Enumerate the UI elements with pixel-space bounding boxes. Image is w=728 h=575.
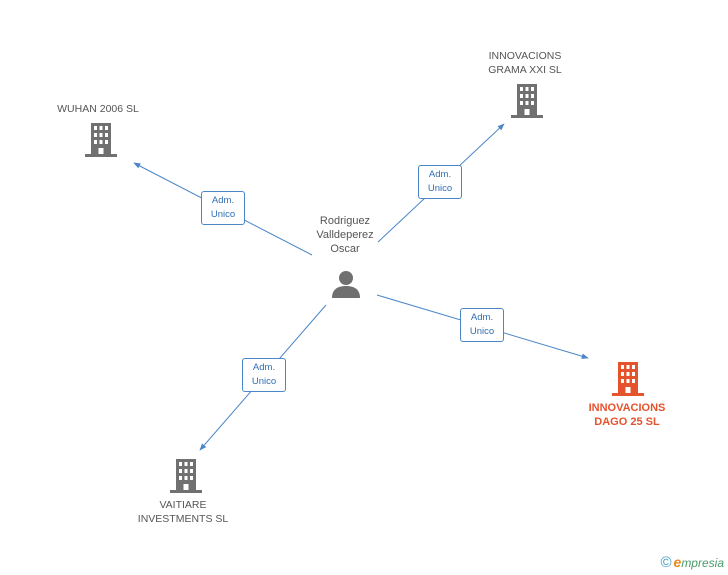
company-name-line: INVESTMENTS SL	[137, 513, 229, 525]
brand-logo-text: mpresia	[681, 556, 724, 570]
copyright-icon: ©	[660, 554, 672, 571]
relation-role: Adm.	[470, 312, 494, 323]
relation-role-detail: Unico	[251, 376, 277, 387]
company-name-line: INNOVACIONS	[588, 402, 666, 414]
company-name-grama[interactable]: INNOVACIONS GRAMA XXI SL	[488, 49, 562, 77]
brand-footer[interactable]: ©empresia	[660, 554, 724, 571]
building-icon[interactable]	[612, 362, 644, 396]
person-name-line: Valldeperez	[316, 229, 374, 241]
company-name-dago[interactable]: INNOVACIONS DAGO 25 SL	[589, 401, 666, 429]
building-icon[interactable]	[85, 123, 117, 157]
company-name-line: VAITIARE	[159, 499, 207, 511]
company-name-vaitiare[interactable]: VAITIARE INVESTMENTS SL	[138, 498, 228, 526]
relation-role: Adm.	[252, 362, 276, 373]
building-icon[interactable]	[170, 459, 202, 493]
company-name-line: GRAMA XXI SL	[488, 64, 562, 76]
relation-role-detail: Unico	[427, 183, 453, 194]
building-icon[interactable]	[511, 84, 543, 118]
company-name-line: DAGO 25 SL	[594, 416, 660, 428]
company-name-wuhan[interactable]: WUHAN 2006 SL	[57, 102, 139, 116]
person-icon[interactable]	[331, 270, 361, 298]
relation-label-wuhan[interactable]: Adm. Unico	[201, 191, 245, 225]
relation-label-grama[interactable]: Adm. Unico	[418, 165, 462, 199]
relation-role-detail: Unico	[210, 209, 236, 220]
company-name-line: INNOVACIONS	[488, 50, 562, 62]
company-name-line: WUHAN 2006 SL	[57, 103, 139, 115]
brand-logo-initial: e	[673, 554, 682, 570]
relation-label-vaitiare[interactable]: Adm. Unico	[242, 358, 286, 392]
relation-role: Adm.	[428, 169, 452, 180]
relation-label-dago[interactable]: Adm. Unico	[460, 308, 504, 342]
relation-role-detail: Unico	[469, 326, 495, 337]
person-name-line: Oscar	[330, 243, 360, 255]
person-name[interactable]: Rodriguez Valldeperez Oscar	[316, 214, 373, 256]
relation-role: Adm.	[211, 195, 235, 206]
person-name-line: Rodriguez	[319, 215, 371, 227]
